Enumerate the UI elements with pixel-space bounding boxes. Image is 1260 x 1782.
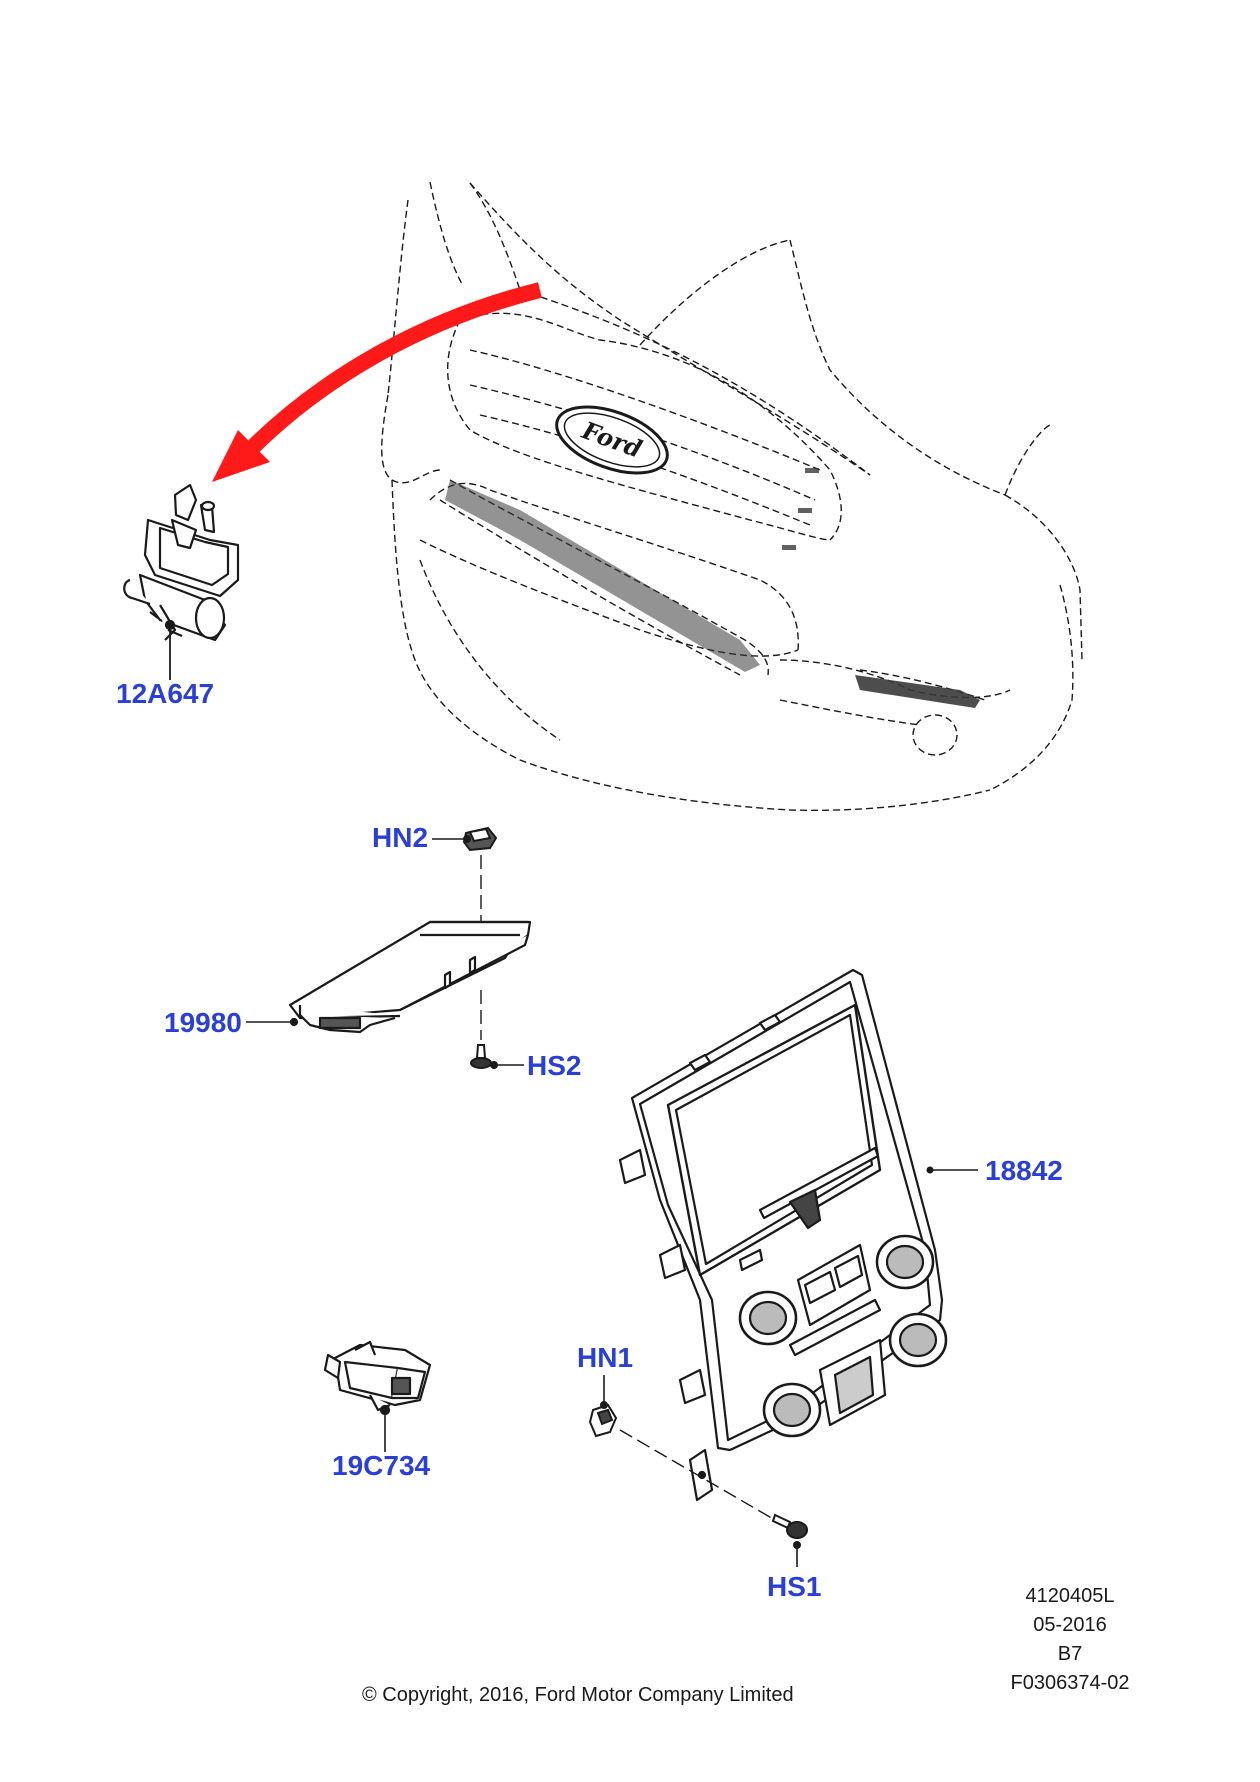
illustration-reference: F0306374-02 (1010, 1672, 1130, 1694)
callout-hn2: HN2 (372, 822, 429, 853)
part-hn1-nut (588, 1375, 776, 1521)
part-19980-module (246, 920, 532, 1040)
part-12a647-sensor (123, 483, 240, 680)
illustration-number: 4120405L (1025, 1585, 1115, 1607)
illustration-variant: B7 (1057, 1643, 1083, 1665)
callout-hs1: HS1 (767, 1571, 822, 1602)
grille-mesh (445, 468, 980, 708)
part-hs1-screw (771, 1513, 808, 1567)
callout-hs2: HS2 (527, 1050, 582, 1081)
part-hs2-screw (470, 1044, 524, 1069)
callout-18842: 18842 (985, 1155, 1063, 1186)
illustration-date: 05-2016 (1033, 1614, 1107, 1636)
callout-hn1: HN1 (577, 1342, 634, 1373)
part-19c734-connector (323, 1340, 432, 1452)
location-arrow (212, 282, 542, 482)
control-panel-leader (926, 1166, 978, 1174)
illustration-meta: 4120405L 05-2016 B7 F0306374-02 (1000, 1582, 1140, 1698)
part-18842-control-panel (618, 968, 948, 1502)
callout-19980: 19980 (164, 1007, 242, 1038)
ford-logo: Ford (555, 405, 669, 475)
callout-12a647: 12A647 (116, 678, 215, 709)
callout-19c734: 19C734 (332, 1450, 431, 1481)
part-hn2-nut (432, 826, 498, 930)
copyright-notice: © Copyright, 2016, Ford Motor Company Li… (362, 1684, 794, 1706)
